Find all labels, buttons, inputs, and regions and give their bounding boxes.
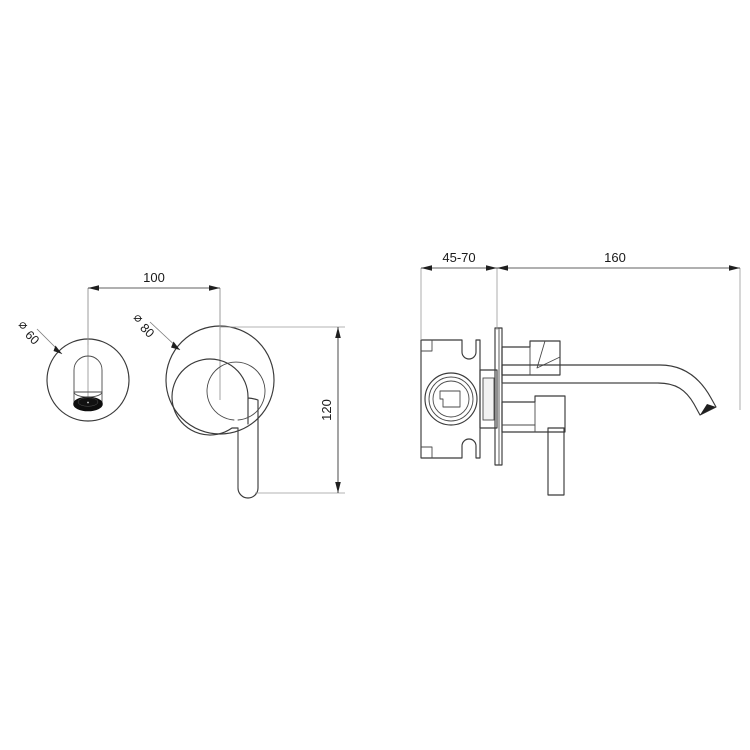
dia-60-label-group: ⌀ 60	[16, 317, 42, 347]
cartridge-ring-mid	[428, 376, 474, 422]
dim-160-arrow-left	[497, 265, 508, 271]
mixer-lever-outer	[171, 358, 259, 499]
mixer-lever-inner	[206, 361, 266, 421]
dim-100-arrow-left	[88, 285, 99, 291]
dim-4570-label: 45-70	[442, 250, 475, 265]
front-view-mixer-group: ⌀ 80	[131, 288, 275, 499]
cartridge-ring-inner	[432, 380, 470, 418]
handle-hub-block	[501, 395, 566, 433]
spout-outlet-tip	[700, 404, 716, 415]
side-view-group	[420, 327, 717, 496]
spout-arm-upper-block	[501, 340, 561, 376]
rough-in-body-foot	[420, 446, 433, 459]
spout-arm-bevel	[536, 340, 561, 369]
cartridge-keyway	[439, 390, 461, 408]
dim-160-arrow-right	[729, 265, 740, 271]
cartridge-ring-outer	[424, 372, 478, 426]
dimension-120-group: 120	[220, 326, 345, 494]
side-lever-handle	[547, 427, 565, 496]
dimension-side-group: 45-70 160	[420, 250, 741, 410]
spout-cylinder-outline	[73, 355, 103, 405]
dimension-100-group: 100	[87, 270, 221, 345]
rough-in-body-shoulder	[420, 339, 433, 352]
dim-100-arrow-right	[209, 285, 220, 291]
dim-120-arrow-bottom	[335, 482, 341, 493]
dia-80-value: 80	[137, 321, 157, 341]
spout-aerator-highlight	[87, 401, 89, 404]
dia-80-label-group: ⌀ 80	[131, 310, 157, 341]
spout-tube-outline	[501, 364, 717, 416]
dim-120-arrow-top	[335, 327, 341, 338]
rough-in-body-outline	[420, 339, 481, 459]
wall-cover-plate	[494, 327, 503, 466]
dim-4570-arrow-right	[486, 265, 497, 271]
dia-80-leader-arrow	[171, 341, 180, 350]
dim-4570-arrow-left	[421, 265, 432, 271]
dim-120-label: 120	[319, 399, 334, 421]
dia-60-leader-arrow	[53, 345, 62, 354]
valve-neck	[479, 369, 498, 429]
dim-160-label: 160	[604, 250, 626, 265]
dim-100-label: 100	[143, 270, 165, 285]
valve-neck-shoulder	[482, 377, 495, 421]
front-view-spout-group: ⌀ 60	[16, 288, 130, 422]
